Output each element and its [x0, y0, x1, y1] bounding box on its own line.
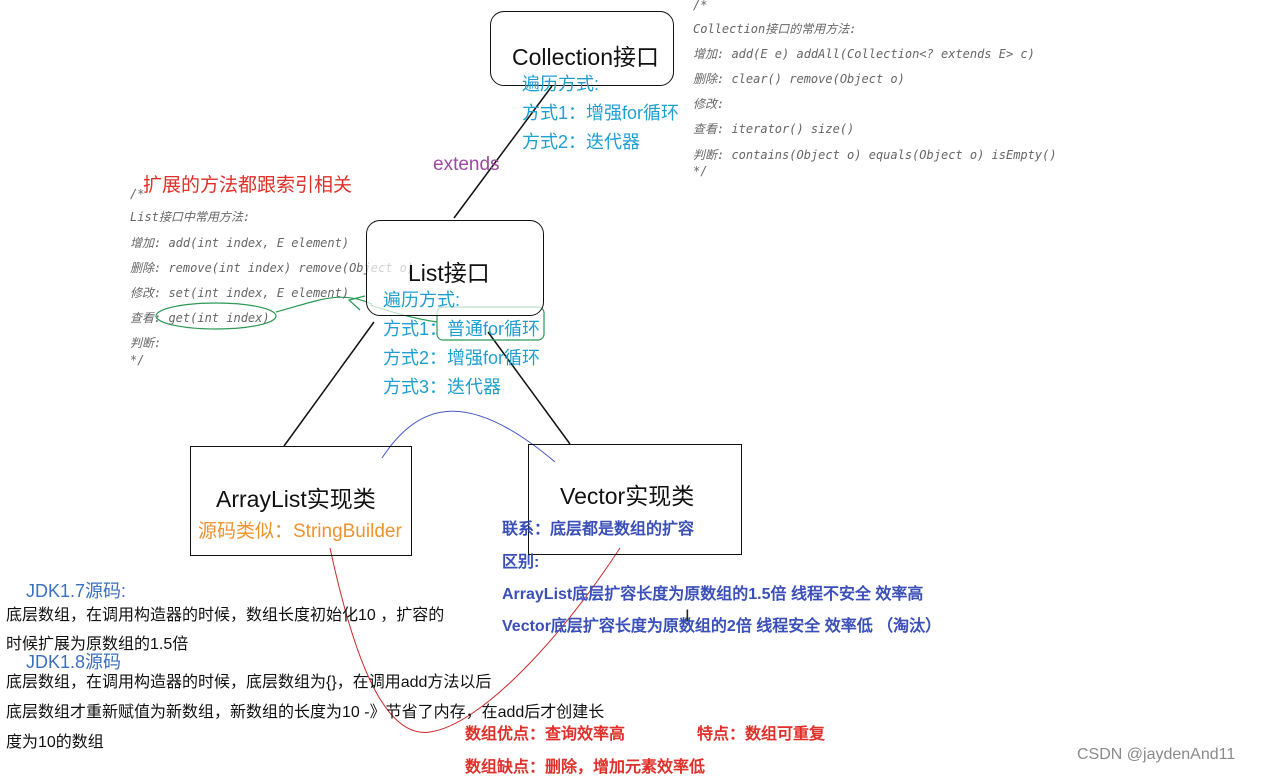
jdk18-title: JDK1.8源码: [26, 652, 122, 672]
list-interface-box: [366, 220, 544, 316]
connector-list-arraylist: [283, 321, 375, 447]
arraylist-difference: ArrayList底层扩容长度为原数组的1.5倍 线程不安全 效率高: [502, 586, 924, 603]
collection-comment-line: 判断: contains(Object o) equals(Object o) …: [693, 148, 1057, 162]
annotation-circle-get: [155, 302, 277, 330]
list-comment-line: 查看: get(int index): [130, 311, 270, 325]
connector-list-vector: [487, 331, 571, 445]
array-feature: 特点：数组可重复: [697, 726, 826, 743]
collection-traverse-way2: 方式2：迭代器: [522, 132, 641, 152]
list-comment-line: */: [130, 353, 145, 367]
collection-comment-line: 增加: add(E e) addAll(Collection<? extends…: [693, 47, 1035, 61]
list-interface-title: List接口: [408, 260, 490, 286]
jdk17-text-line: 底层数组，在调用构造器的时候，数组长度初始化10 ，扩容的: [6, 607, 445, 624]
annotation-curve-red: [329, 547, 621, 733]
list-traverse-header: 遍历方式:: [383, 290, 461, 310]
connector-collection-list: [453, 85, 553, 219]
collection-comment-line: 删除: clear() remove(Object o): [693, 72, 905, 86]
annotation-arrow-green: [275, 296, 373, 313]
text-cursor-icon: I: [685, 606, 690, 625]
list-extension-note: 扩展的方法都跟索引相关: [143, 175, 353, 196]
annotation-arrow-green-head: [347, 295, 366, 311]
collection-comment-line: 查看: iterator() size(): [693, 122, 855, 136]
difference-label: 区别:: [502, 554, 540, 571]
arraylist-class-title: ArrayList实现类: [216, 486, 376, 512]
list-comment-line: 修改: set(int index, E element): [130, 286, 350, 300]
relation-text: 联系：底层都是数组的扩容: [502, 521, 695, 538]
list-comment-line: 删除: remove(int index) remove(Object o): [130, 261, 415, 275]
list-comment-line: 判断:: [130, 336, 162, 350]
collection-comment-line: Collection接口的常用方法:: [693, 22, 857, 36]
list-traverse-way3: 方式3：迭代器: [383, 377, 502, 397]
collection-traverse-header: 遍历方式:: [522, 74, 600, 94]
collection-comment-line: /*: [693, 0, 708, 12]
collection-comment-line: */: [693, 164, 708, 178]
arraylist-source-note: 源码类似：StringBuilder: [198, 521, 402, 542]
array-cons: 数组缺点：删除，增加元素效率低: [465, 759, 706, 776]
jdk17-text-line: 时候扩展为原数组的1.5倍: [6, 636, 189, 653]
list-comment-line: /*: [130, 187, 145, 201]
collection-interface-box: [490, 11, 674, 86]
jdk18-text-line: 底层数组，在调用构造器的时候，底层数组为{}，在调用add方法以后: [6, 674, 492, 691]
list-traverse-way1: 方式1：普通for循环: [383, 319, 541, 339]
list-traverse-way2: 方式2：增强for循环: [383, 348, 541, 368]
collection-interface-title: Collection接口: [512, 44, 659, 70]
list-comment-line: 增加: add(int index, E element): [130, 236, 350, 250]
vector-class-title: Vector实现类: [560, 483, 695, 509]
array-pros: 数组优点：查询效率高: [465, 726, 626, 743]
jdk18-text-line: 度为10的数组: [6, 734, 104, 751]
arraylist-class-box: [190, 446, 412, 556]
jdk17-title: JDK1.7源码:: [26, 581, 127, 601]
csdn-watermark: CSDN @jaydenAnd11: [1077, 746, 1236, 763]
extends-label: extends: [433, 154, 500, 175]
list-comment-line: List接口中常用方法:: [130, 210, 251, 224]
vector-class-box: [528, 444, 742, 555]
annotation-curve-purple: [381, 410, 556, 463]
jdk18-text-line: 底层数组才重新赋值为新数组，新数组的长度为10 -》节省了内存，在add后才创建…: [6, 704, 605, 721]
collection-traverse-way1: 方式1：增强for循环: [522, 103, 680, 123]
vector-difference: Vector底层扩容长度为原数组的2倍 线程安全 效率低 （淘汰）: [502, 618, 942, 635]
collection-comment-line: 修改:: [693, 97, 725, 111]
